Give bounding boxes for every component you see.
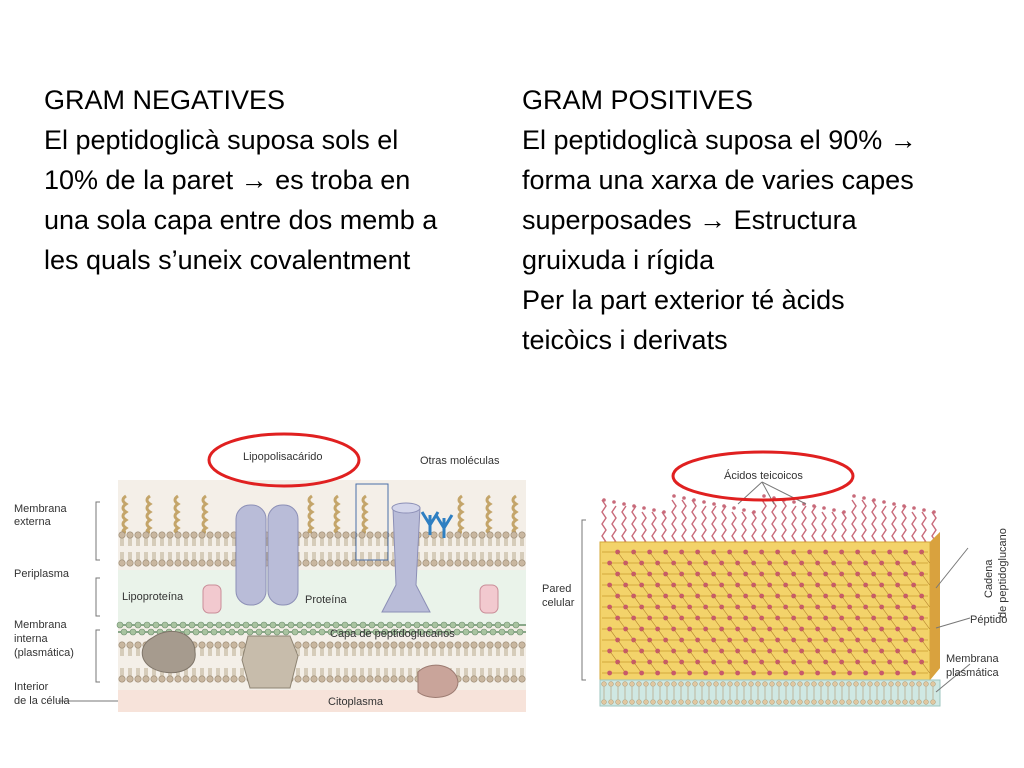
peptidoglycan-chain — [116, 621, 526, 636]
label-pared-1: Pared — [542, 583, 571, 595]
label-leaders — [737, 481, 971, 693]
gram-positives-line-6: teicòics i derivats — [522, 325, 728, 355]
porin-protein-left — [235, 504, 267, 606]
label-proteina: Proteína — [305, 594, 347, 606]
lps-highlight-box — [355, 483, 389, 561]
gram-positives-title: GRAM POSITIVES — [522, 85, 754, 115]
label-pared-2: celular — [542, 597, 575, 609]
gram-positives-text: GRAM POSITIVES El peptidoglicà suposa el… — [522, 80, 1002, 360]
label-peptido: Péptido — [970, 614, 1007, 626]
other-molecules — [420, 511, 454, 538]
gram-negatives-line-3: una sola capa entre dos memb a — [44, 205, 438, 235]
teichoic-acid-chains — [601, 494, 938, 543]
pared-bracket — [581, 519, 586, 681]
gram-negatives-line-4: les quals s’uneix covalentment — [44, 245, 411, 275]
highlight-circle-teichoic — [671, 450, 855, 502]
label-membrana-externa-1: Membrana — [14, 503, 67, 515]
highlight-circle-lps — [207, 432, 361, 488]
label-membrana-interna-2: interna — [14, 633, 49, 645]
plasma-membrane-lipids — [601, 681, 936, 705]
label-otras-moleculas: Otras moléculas — [420, 455, 500, 467]
gram-positives-line-2: forma una xarxa de varies capes — [522, 165, 914, 195]
gram-negatives-line-1: El peptidoglicà suposa sols el — [44, 125, 399, 155]
porin-protein-right — [267, 504, 299, 606]
peptidoglycan-network — [602, 549, 930, 676]
gram-positives-line-4: gruixuda i rígida — [522, 245, 715, 275]
label-periplasma: Periplasma — [14, 568, 70, 580]
label-capa-peptidoglucanos: Capa de peptidoglucanos — [330, 628, 455, 640]
gram-negative-wall-figure: Lipopolisacárido Otras moléculas Membran… — [0, 420, 540, 720]
gram-positive-wall-figure: Ácidos teicoicos Pared celular Cadena de… — [538, 448, 1024, 720]
inner-protein-3 — [417, 664, 459, 698]
gram-positives-line-5: Per la part exterior té àcids — [522, 285, 845, 315]
gram-positives-line-1: El peptidoglicà suposa el 90% → — [522, 125, 917, 155]
label-membrana-externa-2: externa — [14, 516, 52, 528]
label-cadena-2: de peptidoglucano — [997, 528, 1009, 618]
periplasm-band — [118, 570, 526, 625]
gram-negatives-title: GRAM NEGATIVES — [44, 85, 286, 115]
gram-negatives-text: GRAM NEGATIVES El peptidoglicà suposa so… — [44, 80, 504, 280]
label-membrana-1: Membrana — [946, 653, 999, 665]
label-lipoproteina: Lipoproteína — [122, 591, 184, 603]
lipopolysaccharide-chains — [121, 494, 519, 534]
inner-protein-1 — [141, 630, 196, 674]
label-lipopolisacarido: Lipopolisacárido — [243, 451, 323, 463]
gram-positives-line-3: superposades → Estructura — [522, 205, 857, 235]
label-membrana-2: plasmática — [946, 667, 999, 679]
label-interior-2: de la célula — [14, 695, 71, 707]
label-interior-1: Interior — [14, 681, 49, 693]
cytoplasm-band — [118, 690, 526, 712]
label-citoplasma: Citoplasma — [328, 696, 384, 708]
inner-protein-2 — [241, 635, 299, 689]
gram-negatives-line-2: 10% de la paret → es troba en — [44, 165, 411, 195]
region-brackets — [58, 501, 118, 702]
label-membrana-interna-3: (plasmática) — [14, 647, 74, 659]
lipoprotein-right — [479, 584, 499, 614]
label-cadena-1: Cadena — [983, 559, 995, 598]
lipoprotein-left — [202, 584, 222, 614]
peptidoglycan-layer — [599, 541, 931, 681]
label-membrana-interna-1: Membrana — [14, 619, 67, 631]
label-acidos-teicoicos: Ácidos teicoicos — [724, 469, 803, 482]
